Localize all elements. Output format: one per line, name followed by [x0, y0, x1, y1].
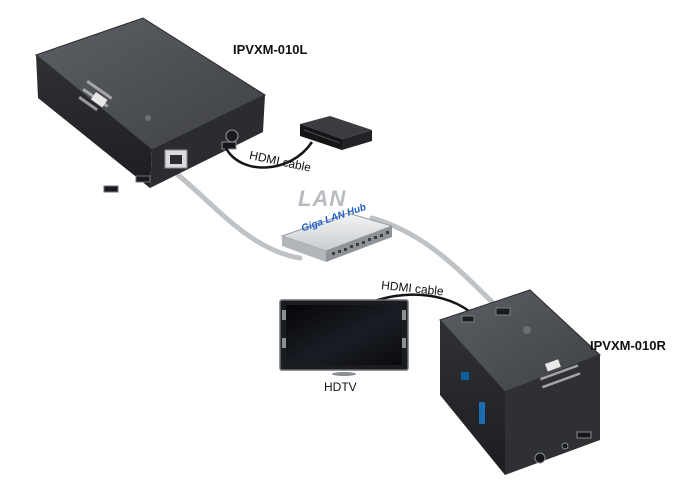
hdmi-port-icon: [221, 141, 237, 150]
lan-cable-receiver: [369, 215, 498, 308]
receiver-device: [439, 289, 601, 475]
game-console-icon: [300, 116, 372, 150]
hdtv-label: HDTV: [324, 380, 357, 394]
transmitter-label: IPVXM-010L: [233, 42, 308, 57]
lan-cable-transmitter: [175, 172, 303, 261]
transmitter-device: [34, 17, 267, 193]
lan-hub: [280, 212, 394, 262]
lan-label: LAN: [298, 186, 347, 211]
brand-logo-icon: [90, 92, 108, 108]
hdmi-cable-top: [224, 141, 314, 169]
power-led-icon: [145, 115, 151, 121]
hdtv-icon: [279, 299, 409, 376]
receiver-label: IPVXM-010R: [590, 338, 666, 353]
